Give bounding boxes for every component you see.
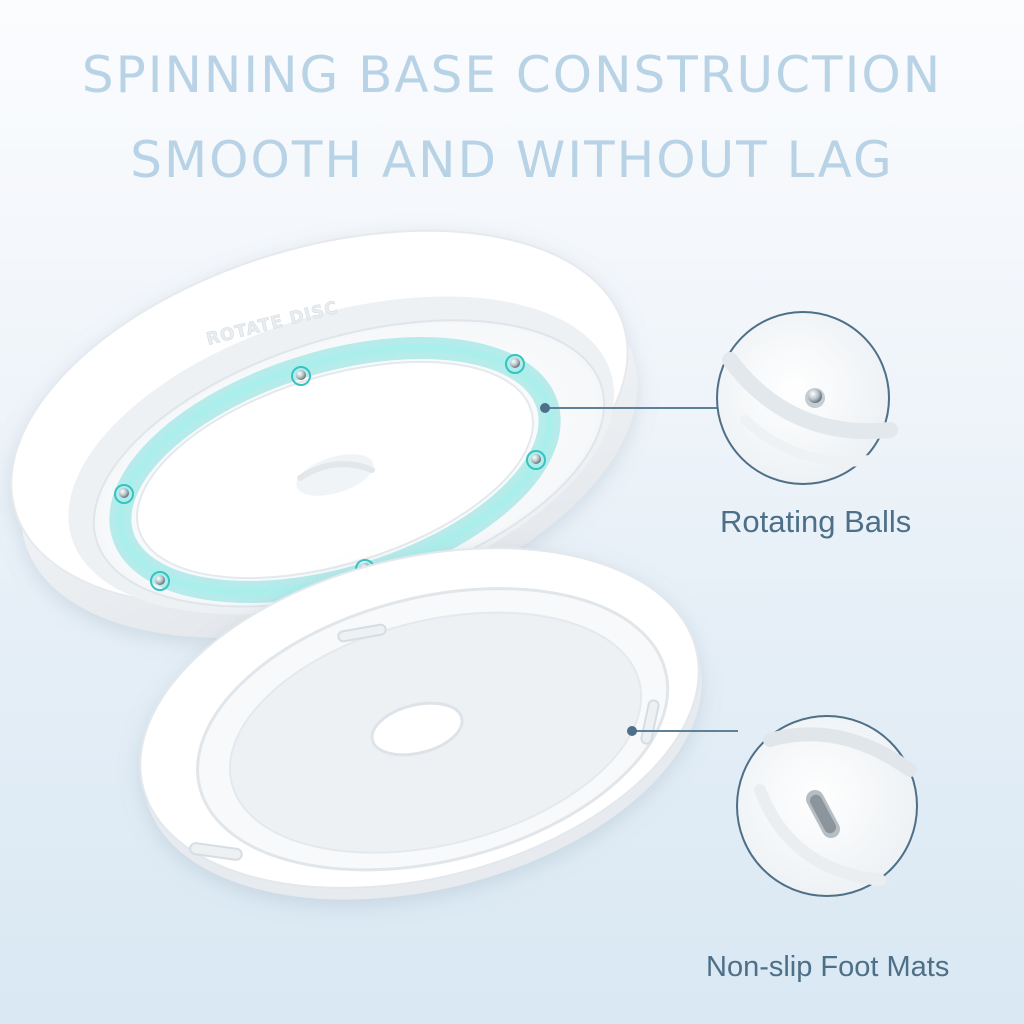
- zoom-circle-mats: [736, 715, 918, 897]
- callout-rotating-balls: [540, 311, 898, 485]
- rotating-ball-1: [291, 366, 311, 386]
- headline-line-1: SPINNING BASE CONSTRUCTION: [81, 46, 943, 104]
- headline-line-2: SMOOTH AND WITHOUT LAG: [130, 131, 894, 189]
- rotating-balls-label: Rotating Balls: [720, 504, 912, 539]
- foot-mat-slot: [189, 842, 243, 861]
- rotate-disc: ROTATE DISC: [10, 229, 638, 638]
- foot-mat-slot: [337, 623, 387, 643]
- rotating-ball-4: [114, 484, 134, 504]
- foot-mat-slot: [640, 699, 660, 745]
- rotating-ball-2: [505, 354, 525, 374]
- rotating-ball-3: [526, 450, 546, 470]
- base-plate: [139, 547, 702, 900]
- zoom-circle-balls: [716, 311, 898, 485]
- rotating-ball-6: [150, 571, 170, 591]
- callout-foot-mats: [627, 715, 918, 897]
- foot-mats-label: Non-slip Foot Mats: [706, 951, 950, 983]
